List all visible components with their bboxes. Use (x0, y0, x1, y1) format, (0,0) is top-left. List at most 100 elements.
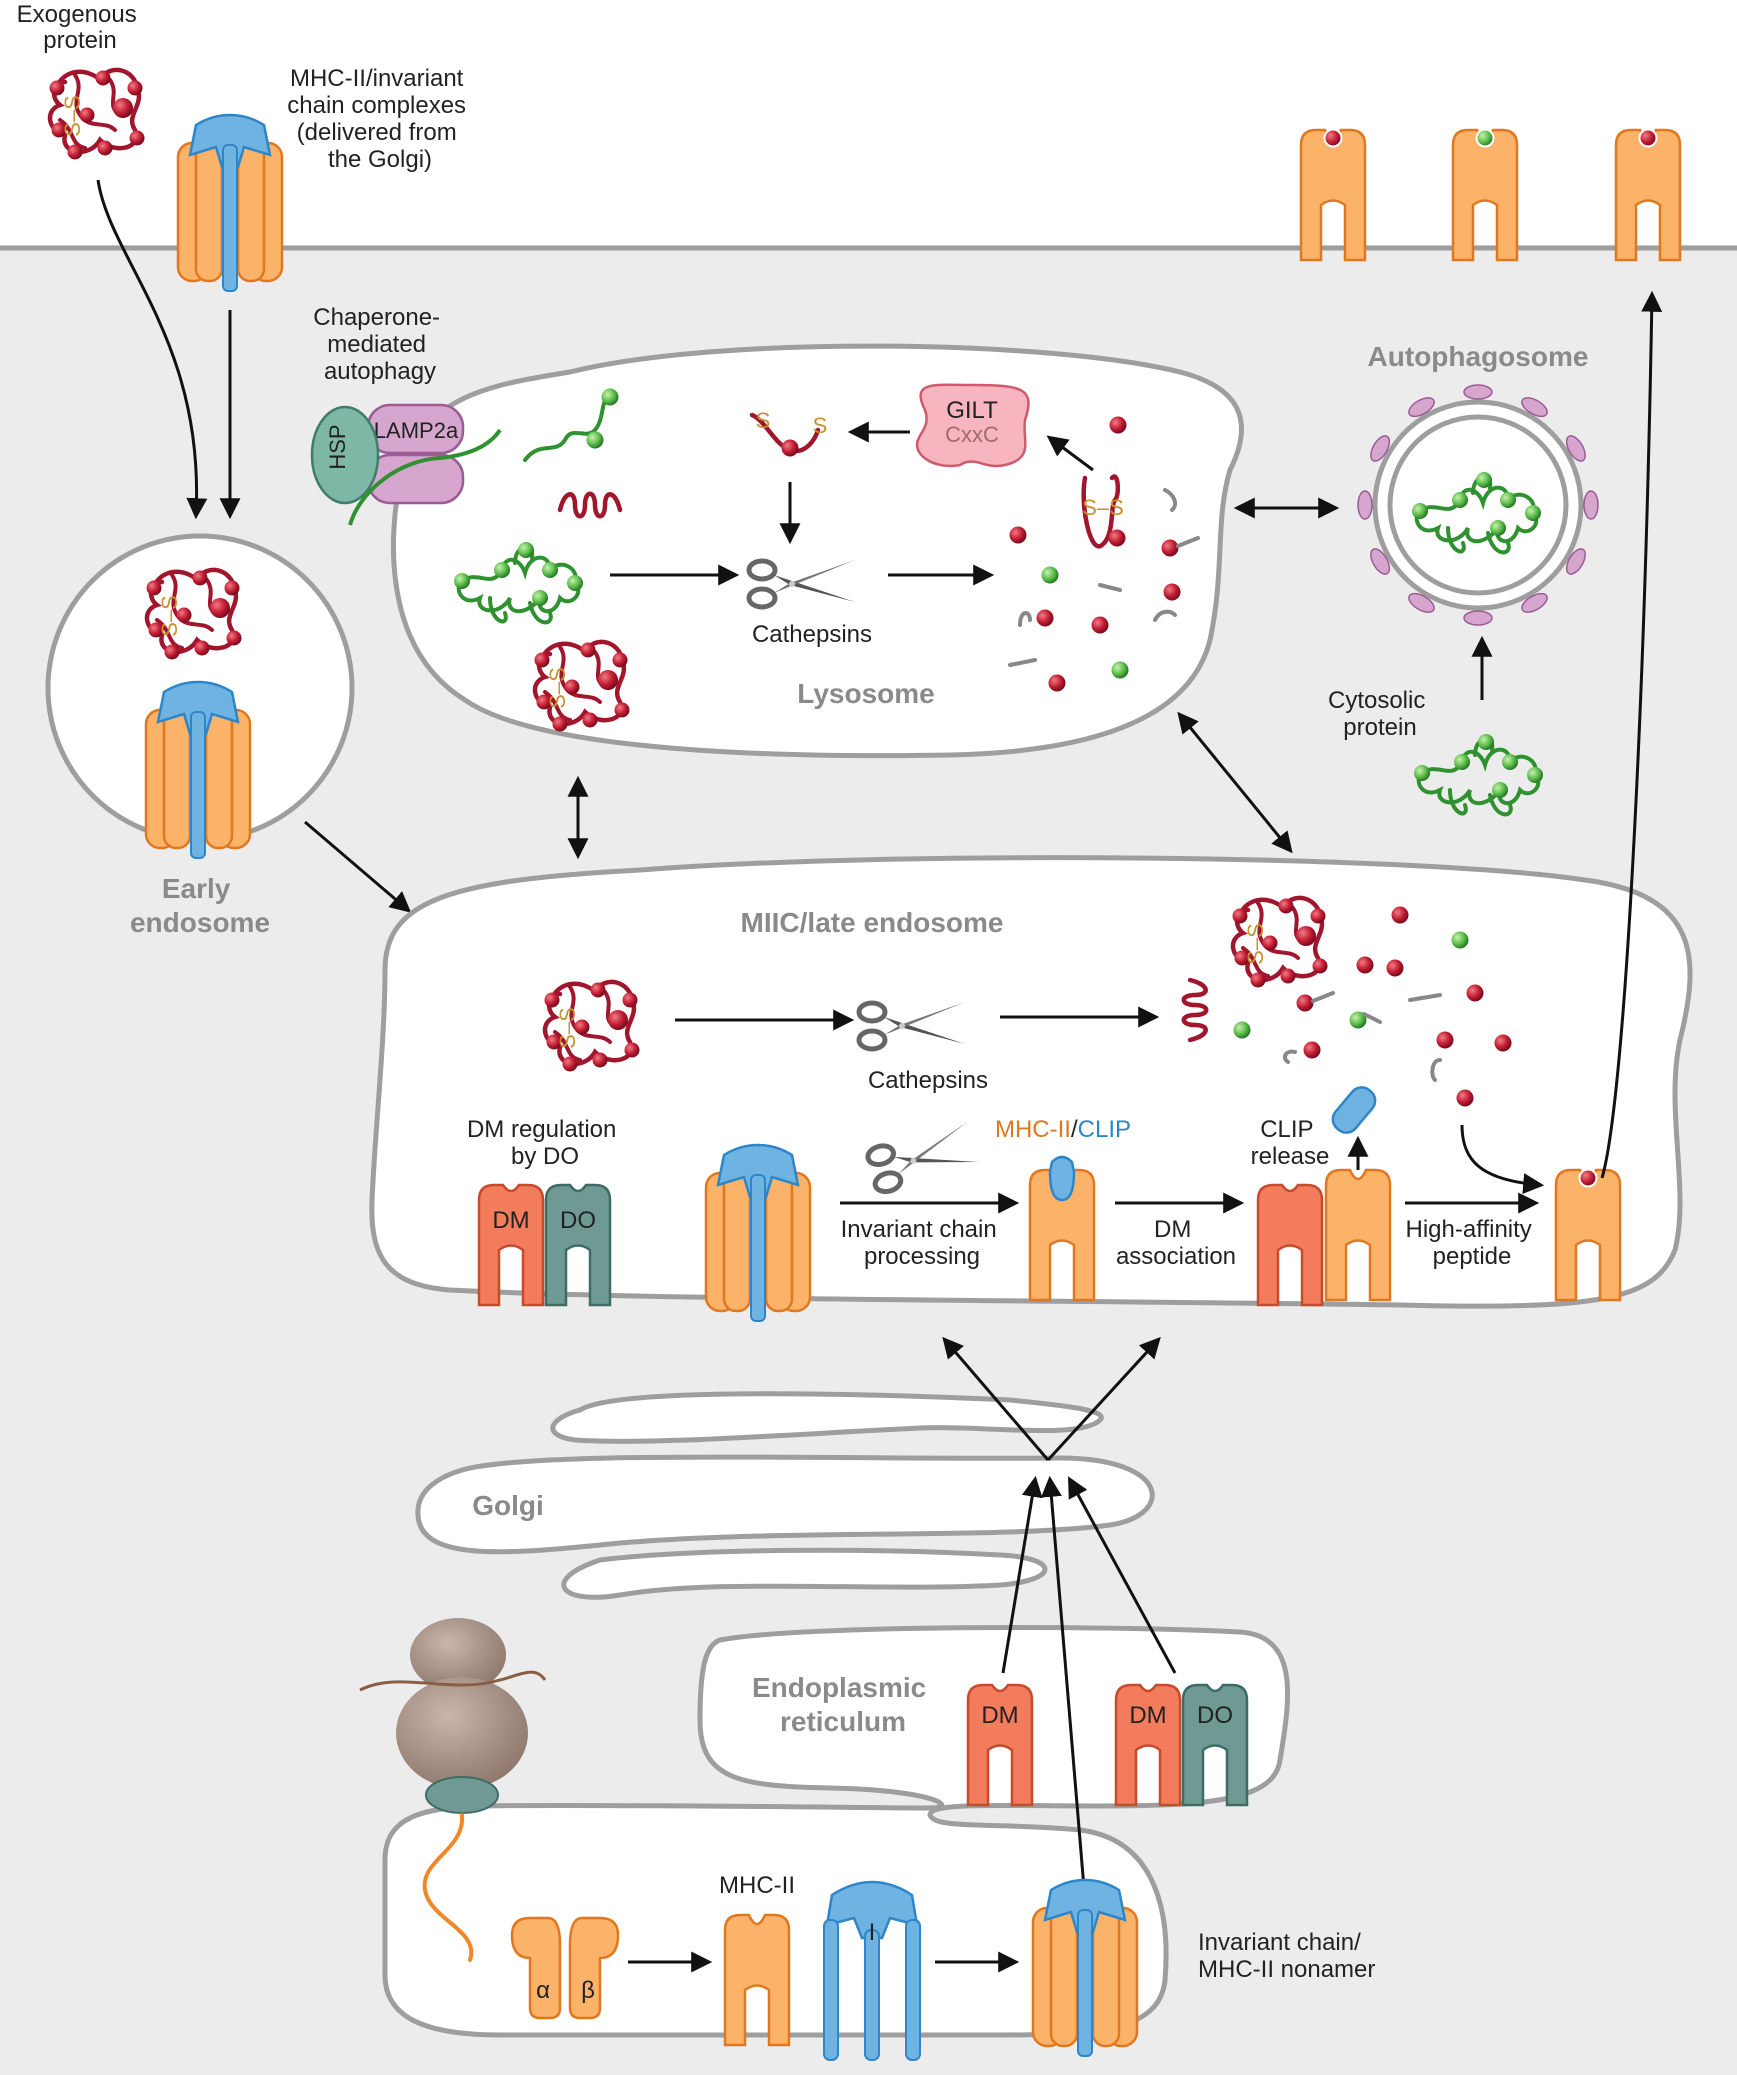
lys-fragment-2 (1098, 583, 1122, 592)
er-dm-label: DM (981, 1702, 1018, 1729)
er-invariant-chain (822, 1880, 922, 2062)
miic-peptide-6 (1466, 984, 1484, 1002)
cma-substrate-chain (348, 428, 502, 526)
exogenous-protein-outside (50, 70, 145, 160)
arrow-lysosome-miic-right (1177, 711, 1293, 854)
miic-peptide-3 (1356, 956, 1374, 974)
autophagosome-receptor (1521, 592, 1548, 613)
alpha-label: α (536, 1977, 550, 2004)
clip-release-label: CLIP release (1251, 1116, 1330, 1170)
early-endosome-label: Early endosome (130, 873, 270, 938)
autophagosome-receptor (1370, 435, 1391, 462)
green-peptide-lysosome-a (601, 388, 619, 406)
miic-fragment-2 (1282, 1049, 1297, 1064)
miic-label: MIIC/late endosome (741, 907, 1004, 938)
autophagosome-receptor (1370, 548, 1391, 575)
miic-nonamer (704, 1143, 812, 1323)
er-label: Endoplasmic reticulum (752, 1672, 934, 1737)
autophagosome-receptor (1565, 548, 1586, 575)
arrow-nonamer-to-golgi (1040, 1475, 1087, 1901)
golgi-cisterna-3 (561, 1547, 1048, 1600)
golgi-cisterna-1 (550, 1391, 1104, 1444)
autophagosome-receptor (1521, 397, 1548, 418)
lys-fragment-3 (1018, 611, 1032, 627)
dm-association-label: DM association (1116, 1216, 1236, 1270)
surface-mhc-red-1 (1301, 130, 1365, 261)
disulfide-substrate-peptide (1108, 529, 1126, 547)
gilt-enzyme (915, 383, 1030, 468)
arrow-exogenous-to-endosome (96, 179, 208, 520)
autophagosome-receptor (1357, 490, 1373, 520)
chaperone-autophagy-label: Chaperone- mediated autophagy (313, 304, 446, 385)
early-endosome-mhc-invariant (144, 680, 252, 860)
miic-peptide-10 (1436, 1031, 1454, 1049)
autophagosome-receptor (1408, 592, 1435, 613)
er-mhc-ii-label: MHC-II (719, 1872, 795, 1899)
er-dm-complex-label: DM (1129, 1702, 1166, 1729)
cytosolic-protein-label: Cytosolic protein (1328, 687, 1432, 741)
surface-mhc-green (1453, 130, 1517, 261)
lys-peptide-2 (1009, 526, 1027, 544)
dm-regulation-label: DM regulation by DO (467, 1116, 623, 1170)
miic-fragment-1 (1408, 993, 1442, 1002)
ribosome-large-subunit (396, 1677, 528, 1789)
autophagosome-label: Autophagosome (1368, 341, 1589, 372)
mhc-invariant-complex-surface (176, 113, 284, 293)
clip-peptide-released (1331, 1086, 1377, 1134)
arrow-endosome-to-miic (304, 820, 412, 913)
arrow-er-dmdo-to-golgi (1067, 1476, 1177, 1674)
hsp-chaperone (310, 405, 380, 505)
miic-peptide-1 (1391, 906, 1409, 924)
nonamer-label: Invariant chain/ MHC-II nonamer (1198, 1929, 1375, 1983)
miic-peptide-9 (1303, 1041, 1321, 1059)
gilt-label: GILT (946, 397, 998, 424)
miic-peptide-2 (1451, 931, 1469, 949)
ribosome-small-subunit (410, 1618, 506, 1692)
miic-fragment-3 (1430, 1058, 1442, 1082)
autophagosome-receptor (1408, 397, 1435, 418)
translocon (425, 1776, 499, 1814)
autophagosome-receptor (1583, 490, 1599, 520)
disulfide-substrate (1081, 474, 1121, 549)
mhc-alpha-chain (510, 1916, 562, 2020)
high-affinity-label: High-affinity peptide (1406, 1216, 1539, 1270)
lys-fragment-1 (1163, 488, 1178, 512)
cathepsins-lysosome-label: Cathepsins (752, 621, 872, 648)
arrow-substrate-to-gilt (1046, 435, 1094, 472)
beta-label: β (581, 1977, 595, 2004)
lys-peptide-9 (1048, 674, 1066, 692)
miic-dm-label: DM (492, 1207, 529, 1234)
lys-fragment-5 (1153, 609, 1177, 622)
golgi-label: Golgi (472, 1490, 544, 1521)
reduced-s-left: S (756, 408, 771, 433)
arrow-golgi-right (1046, 1336, 1161, 1462)
lysosome (391, 343, 1244, 759)
green-chain-fragment (523, 393, 612, 462)
arrow-er-dm-to-golgi (1001, 1475, 1043, 1674)
autophagosome-receptor (1463, 384, 1493, 400)
lys-peptide-1 (1109, 416, 1127, 434)
lys-peptide-8 (1111, 661, 1129, 679)
arrow-golgi-left (942, 1336, 1050, 1461)
lysosome-label: Lysosome (797, 678, 934, 709)
hsp-label: HSP (325, 424, 350, 469)
arrow-to-cell-surface (1600, 290, 1663, 1179)
autophagosome-receptors (1357, 384, 1599, 626)
lys-peptide-6 (1036, 609, 1054, 627)
cxxc-label: CxxC (945, 422, 999, 447)
mhc-clip-label: MHC-II/CLIP (995, 1116, 1131, 1143)
cathepsins-miic-label: Cathepsins (868, 1067, 988, 1094)
golgi-cisterna-2 (415, 1454, 1155, 1555)
miic-do-label: DO (560, 1207, 596, 1234)
lys-fragment-4 (1008, 658, 1037, 667)
high-affinity-peptide (1456, 1089, 1474, 1107)
lys-peptide-3 (1041, 566, 1059, 584)
er-nonamer (1031, 1878, 1139, 2058)
reduced-protein-peptide (781, 439, 799, 457)
disulfide-substrate-label: S–S (1082, 495, 1124, 520)
nascent-chain (422, 1813, 474, 1962)
autophagosome-receptor (1463, 610, 1493, 626)
autophagosome-receptor (1565, 435, 1586, 462)
er-do-complex-label: DO (1197, 1702, 1233, 1729)
